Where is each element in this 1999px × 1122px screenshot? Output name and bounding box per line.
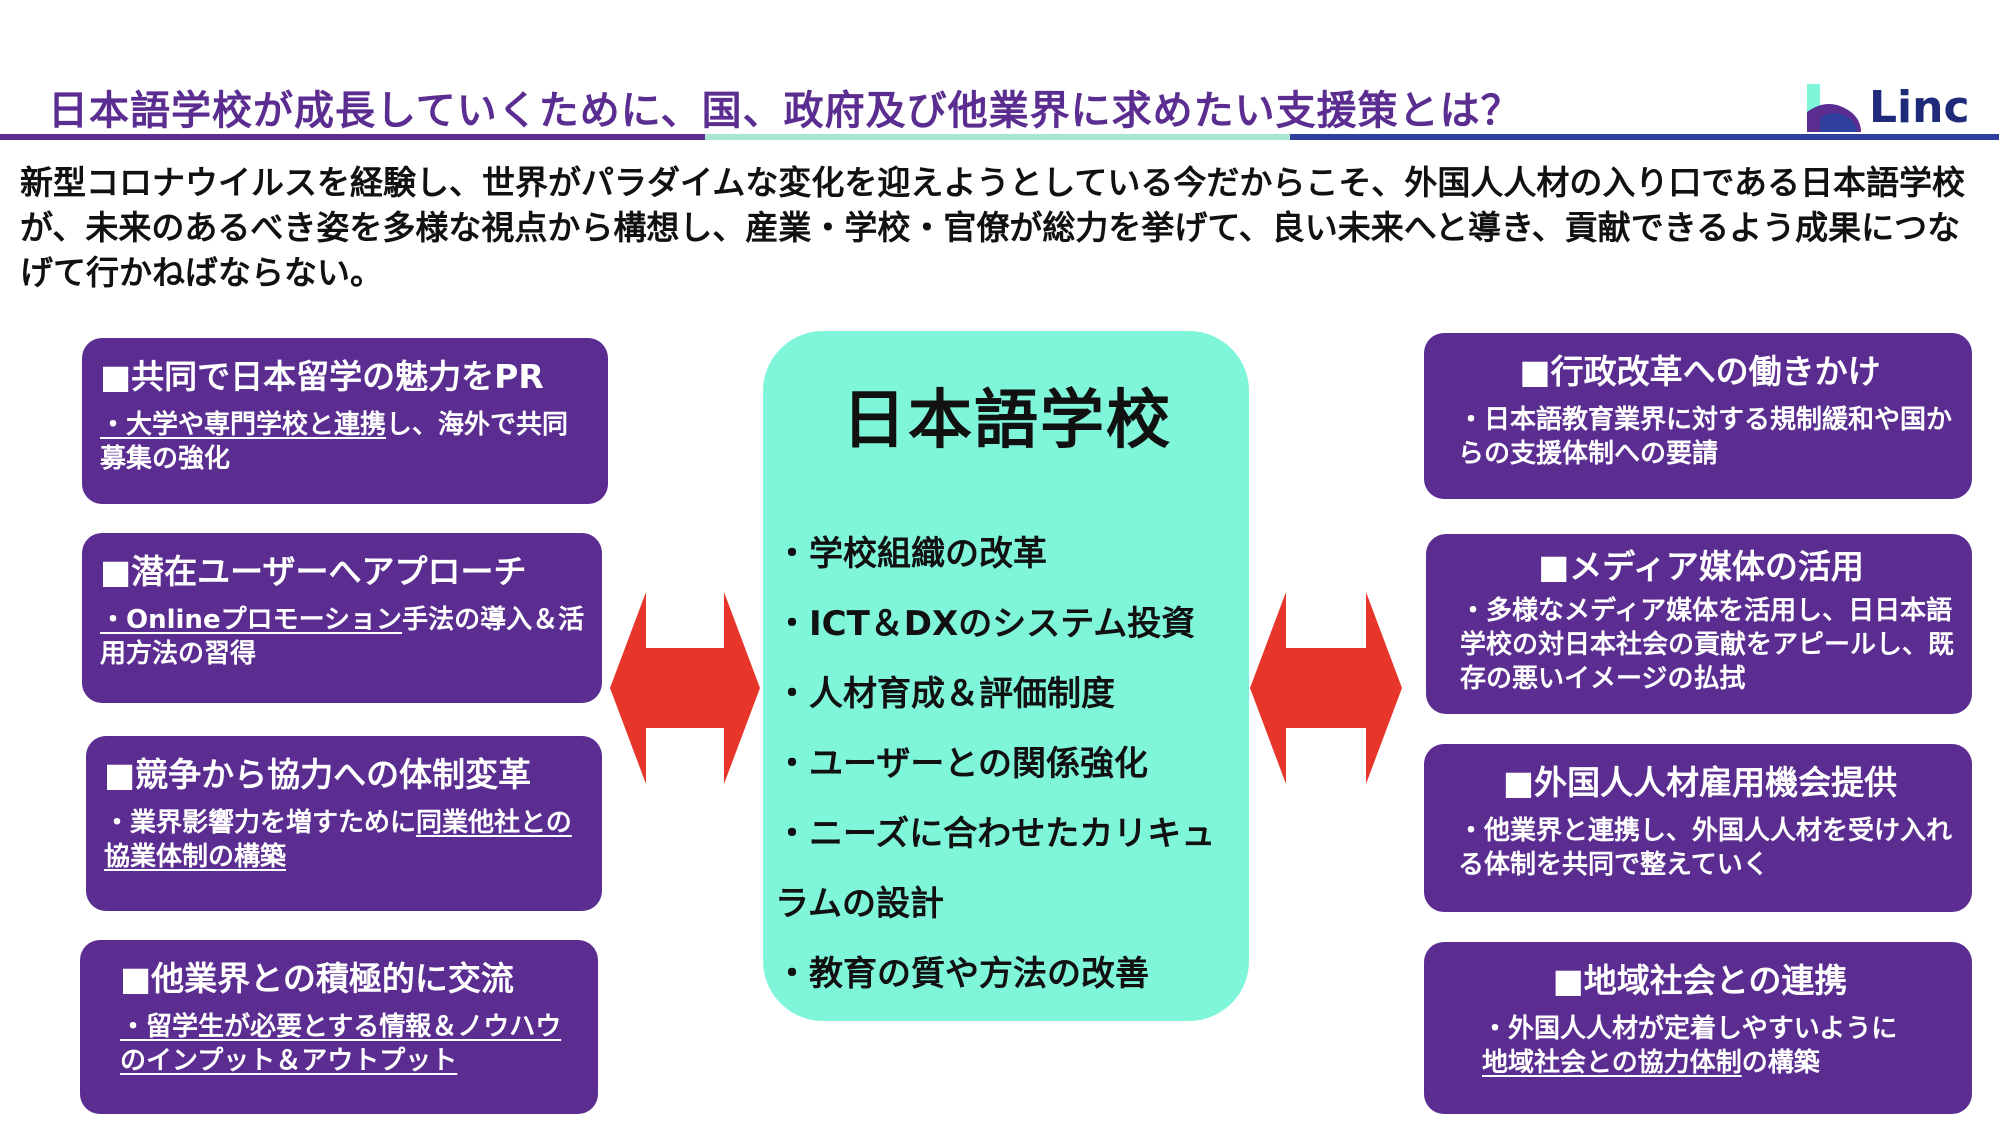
linc-logo: Linc [1805, 82, 1980, 134]
center-item: ・ニーズに合わせたカリキュラムの設計 [775, 814, 1216, 924]
intro-paragraph: 新型コロナウイルスを経験し、世界がパラダイムな変化を迎えようとしている今だからこ… [20, 163, 1966, 292]
right-box-community: ■地域社会との連携 ・外国人人材が定着しやすいように地域社会との協力体制の構築 [1424, 942, 1972, 1114]
box-body: ・外国人人材が定着しやすいように地域社会との協力体制の構築 [1482, 1014, 1898, 1078]
box-title: ■行政改革への働きかけ [1519, 352, 1881, 391]
center-item: ・ICT＆DXのシステム投資 [775, 604, 1196, 644]
logo-text: Linc [1869, 82, 1970, 133]
left-box-joint-pr: ■共同で日本留学の魅力をPR ・大学や専門学校と連携し、海外で共同募集の強化 [82, 338, 608, 504]
page-title: 日本語学校が成長していくために、国、政府及び他業界に求めたい支援策とは？ [48, 88, 1522, 134]
center-item: ・学校組織の改革 [775, 534, 1047, 574]
box-body: ・Onlineプロモーション手法の導入＆活用方法の習得 [100, 605, 585, 669]
box-title: ■競争から協力への体制変革 [104, 755, 532, 794]
center-item: ・教育の質や方法の改善 [775, 954, 1149, 994]
box-body: ・留学生が必要とする情報＆ノウハウのインプット＆アウトプット [120, 1012, 562, 1076]
linc-logo-icon [1807, 84, 1861, 132]
left-double-arrow-icon [610, 592, 760, 784]
right-box-media: ■メディア媒体の活用 ・多様なメディア媒体を活用し、日日本語学校の対日本社会の貢… [1426, 534, 1972, 714]
box-title: ■潜在ユーザーへアプローチ [100, 552, 527, 591]
center-item: ・人材育成＆評価制度 [775, 674, 1115, 714]
left-box-potential-users: ■潜在ユーザーへアプローチ ・Onlineプロモーション手法の導入＆活用方法の習… [82, 533, 602, 703]
header-rule-mint [705, 134, 1290, 140]
box-title: ■共同で日本留学の魅力をPR [100, 357, 544, 396]
box-body: ・大学や専門学校と連携し、海外で共同募集の強化 [100, 410, 569, 474]
left-box-cooperation: ■競争から協力への体制変革 ・業界影響力を増すために同業他社との協業体制の構築 [86, 736, 602, 911]
center-item: ・ユーザーとの関係強化 [775, 744, 1148, 784]
right-box-employment: ■外国人人材雇用機会提供 ・他業界と連携し、外国人人材を受け入れる体制を共同で整… [1424, 744, 1972, 912]
box-title: ■地域社会との連携 [1552, 961, 1848, 1000]
box-body: ・多様なメディア媒体を活用し、日日本語学校の対日本社会の貢献をアピールし、既存の… [1460, 596, 1955, 694]
center-title: 日本語学校 [842, 384, 1172, 458]
header-rule-navy [1290, 134, 1999, 140]
box-body: ・日本語教育業界に対する規制緩和や国からの支援体制への要請 [1458, 405, 1953, 469]
box-title: ■外国人人材雇用機会提供 [1502, 763, 1898, 802]
left-box-industry-exchange: ■他業界との積極的に交流 ・留学生が必要とする情報＆ノウハウのインプット＆アウト… [80, 940, 598, 1114]
right-double-arrow-icon [1250, 592, 1402, 784]
box-body: ・他業界と連携し、外国人人材を受け入れる体制を共同で整えていく [1458, 816, 1953, 880]
right-box-admin-reform: ■行政改革への働きかけ ・日本語教育業界に対する規制緩和や国からの支援体制への要… [1424, 333, 1972, 499]
box-title: ■メディア媒体の活用 [1538, 547, 1864, 586]
box-title: ■他業界との積極的に交流 [120, 959, 514, 998]
center-japanese-school: 日本語学校 ・学校組織の改革 ・ICT＆DXのシステム投資 ・人材育成＆評価制度… [763, 331, 1249, 1021]
header-rule-purple [0, 134, 705, 140]
box-body: ・業界影響力を増すために同業他社との協業体制の構築 [104, 808, 572, 872]
